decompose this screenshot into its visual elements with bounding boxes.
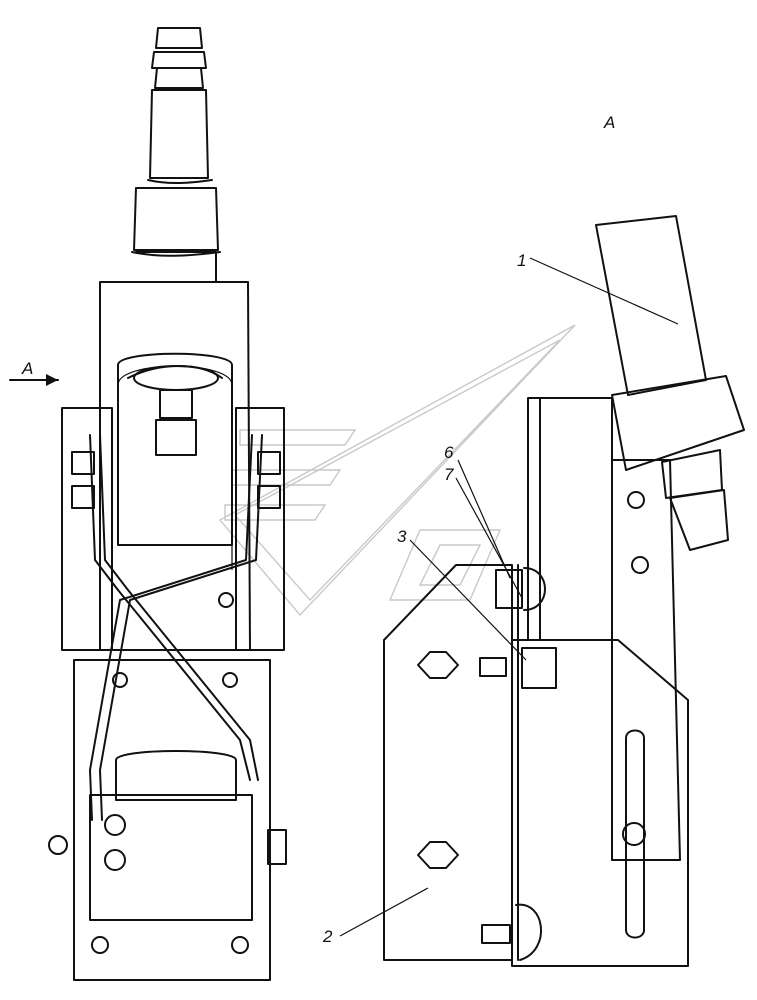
callout-3: 3 bbox=[397, 527, 407, 546]
callout-1: 1 bbox=[517, 251, 526, 270]
callout-7: 7 bbox=[444, 465, 454, 484]
view-direction-arrow bbox=[9, 374, 59, 386]
view-label: A bbox=[603, 113, 615, 132]
callout-6: 6 bbox=[444, 443, 454, 462]
bracket-side-view bbox=[383, 215, 745, 967]
view-arrow-label: A bbox=[21, 359, 33, 378]
watermark-logo bbox=[218, 324, 576, 617]
leader-lines bbox=[339, 257, 679, 937]
callout-2: 2 bbox=[322, 927, 333, 946]
steering-column-front-view bbox=[48, 27, 287, 981]
